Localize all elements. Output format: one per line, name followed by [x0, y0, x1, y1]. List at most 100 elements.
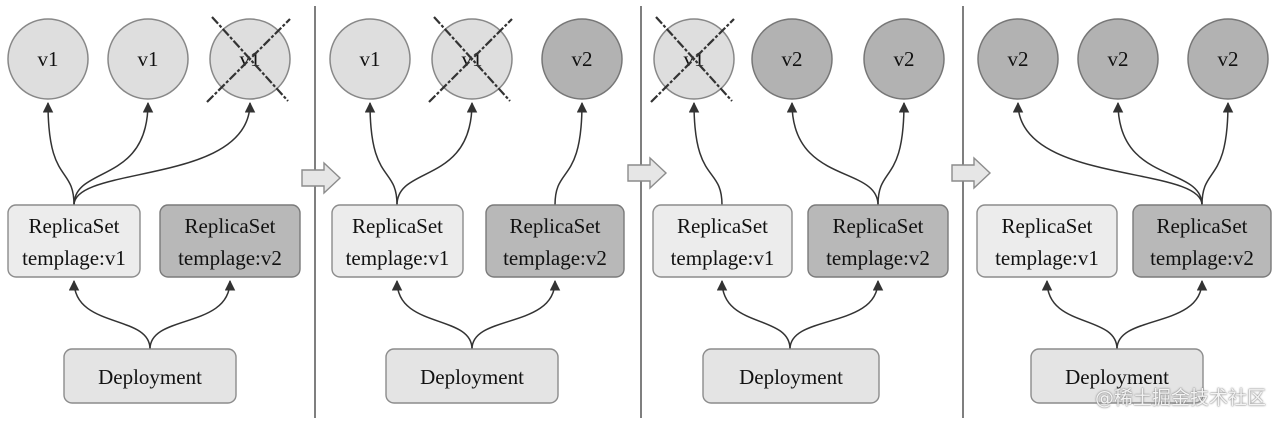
terminated-cross-icon	[433, 16, 511, 102]
pod-label: v2	[894, 47, 915, 71]
replicaset-box	[7, 204, 141, 278]
pod-circle	[541, 18, 623, 100]
pod-circle	[107, 18, 189, 100]
pod-v2: v2	[541, 18, 623, 100]
pod-label: v2	[572, 47, 593, 71]
deployment-to-replicaset-edge	[1116, 279, 1208, 350]
replicaset-template: templage:v1	[22, 246, 126, 270]
deployment-box	[385, 348, 559, 404]
deployment-to-replicaset-edge	[716, 279, 791, 350]
terminated-cross-icon	[428, 18, 513, 103]
replicaset-title: ReplicaSet	[833, 214, 924, 238]
pod-v2: v2	[1077, 18, 1159, 100]
pod-v2: v2	[977, 18, 1059, 100]
pod-v1: v1	[7, 18, 89, 100]
rollout-stage: v1v1v1ReplicaSettemplage:v1ReplicaSettem…	[7, 16, 301, 404]
deployment-box	[1030, 348, 1204, 404]
replicaset-title: ReplicaSet	[185, 214, 276, 238]
replicaset-title: ReplicaSet	[677, 214, 768, 238]
pod-v2: v2	[863, 18, 945, 100]
pod-label: v2	[1108, 47, 1129, 71]
replicaset-template: templage:v2	[826, 246, 930, 270]
terminated-cross-icon	[650, 18, 735, 103]
replicaset-to-pod-edge	[688, 101, 723, 206]
replicaset-to-pod-edge	[1201, 101, 1234, 206]
replicaset-to-pod-edge	[554, 101, 588, 206]
replicaset-v2: ReplicaSet templage:v2	[807, 204, 949, 278]
terminated-cross-icon	[206, 18, 291, 103]
replicaset-template: templage:v2	[503, 246, 607, 270]
replicaset-to-pod-edge	[396, 101, 478, 206]
pod-label: v2	[782, 47, 803, 71]
pod-circle	[863, 18, 945, 100]
deployment-to-replicaset-edge	[789, 279, 884, 350]
replicaset-template: templage:v1	[346, 246, 450, 270]
pod-v1: v1	[650, 16, 735, 103]
deployment-label: Deployment	[1065, 365, 1169, 389]
replicaset-box	[976, 204, 1118, 278]
right-arrow-icon	[301, 161, 342, 195]
deployment-box	[63, 348, 237, 404]
replicaset-v2: ReplicaSet templage:v2	[159, 204, 301, 278]
deployment: Deployment	[385, 348, 559, 404]
pod-v1: v1	[107, 18, 189, 100]
deployment-box	[702, 348, 880, 404]
replicaset-v2: ReplicaSet templage:v2	[1132, 204, 1272, 278]
replicaset-to-pod-edge	[73, 101, 154, 206]
replicaset-to-pod-edge	[786, 101, 879, 206]
replicaset-template: templage:v2	[178, 246, 282, 270]
replicaset-box	[1132, 204, 1272, 278]
deployment: Deployment	[1030, 348, 1204, 404]
replicaset-to-pod-edge	[1112, 101, 1203, 206]
pod-circle	[1187, 18, 1269, 100]
pod-v2: v2	[751, 18, 833, 100]
replicaset-box	[807, 204, 949, 278]
deployment-to-replicaset-edge	[391, 279, 473, 350]
watermark: @稀土掘金技术社区	[1094, 387, 1266, 409]
deployment-to-replicaset-edge	[1041, 279, 1118, 350]
replicaset-box	[159, 204, 301, 278]
deployment: Deployment	[702, 348, 880, 404]
terminated-cross-icon	[211, 16, 289, 102]
deployment-label: Deployment	[739, 365, 843, 389]
pod-circle	[977, 18, 1059, 100]
replicaset-title: ReplicaSet	[352, 214, 443, 238]
replicaset-box	[652, 204, 793, 278]
deployment: Deployment	[63, 348, 237, 404]
deployment-to-replicaset-edge	[149, 279, 236, 350]
pod-circle	[1077, 18, 1159, 100]
pod-circle	[751, 18, 833, 100]
replicaset-v1: ReplicaSet templage:v1	[331, 204, 464, 278]
deployment-to-replicaset-edge	[68, 279, 151, 350]
deployment-label: Deployment	[420, 365, 524, 389]
pod-label: v1	[138, 47, 159, 71]
deployment-label: Deployment	[98, 365, 202, 389]
replicaset-template: templage:v1	[995, 246, 1099, 270]
replicaset-box	[485, 204, 625, 278]
replicaset-to-pod-edge	[42, 101, 75, 206]
replicaset-box	[331, 204, 464, 278]
pod-label: v2	[1218, 47, 1239, 71]
pod-label: v2	[1008, 47, 1029, 71]
replicaset-to-pod-edge	[1012, 101, 1203, 206]
right-arrow-icon	[951, 156, 992, 190]
replicaset-template: templage:v2	[1150, 246, 1254, 270]
pod-v1: v1	[428, 16, 513, 103]
pod-label: v1	[360, 47, 381, 71]
rollout-stage: v1v2v2ReplicaSettemplage:v1ReplicaSettem…	[650, 16, 949, 404]
replicaset-title: ReplicaSet	[1157, 214, 1248, 238]
pod-circle	[329, 18, 411, 100]
pod-v1: v1	[329, 18, 411, 100]
deployment-to-replicaset-edge	[471, 279, 561, 350]
replicaset-title: ReplicaSet	[510, 214, 601, 238]
replicaset-to-pod-edge	[364, 101, 398, 206]
pod-circle	[7, 18, 89, 100]
pod-label: v1	[38, 47, 59, 71]
replicaset-to-pod-edge	[73, 101, 256, 206]
pod-v2: v2	[1187, 18, 1269, 100]
